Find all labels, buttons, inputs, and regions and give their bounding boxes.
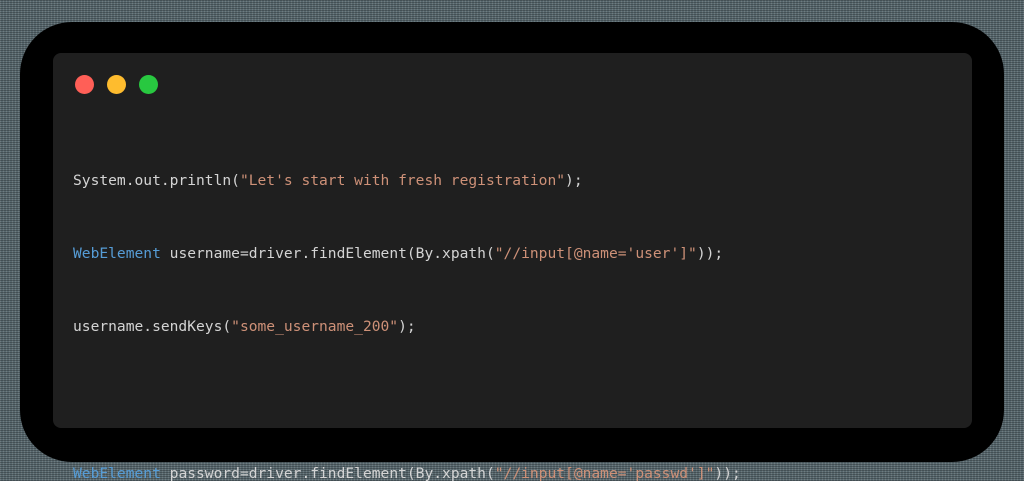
code-text: )); <box>714 464 741 481</box>
code-line: WebElement password=driver.findElement(B… <box>73 462 802 481</box>
code-text: ); <box>565 171 583 189</box>
code-string: "//input[@name='passwd']" <box>494 464 715 481</box>
code-text: System.out.println( <box>73 171 240 189</box>
window-controls <box>75 75 158 94</box>
code-line <box>73 388 802 412</box>
code-line: System.out.println("Let's start with fre… <box>73 169 802 193</box>
code-text: username.sendKeys( <box>73 318 232 336</box>
code-keyword: WebElement <box>73 464 161 481</box>
code-window: System.out.println("Let's start with fre… <box>53 53 972 481</box>
code-string: "some_username_200" <box>231 318 399 336</box>
minimize-dot-icon <box>107 75 126 94</box>
code-string: "Let's start with fresh registration" <box>239 171 566 189</box>
code-text: username=driver.findElement(By.xpath( <box>160 245 495 263</box>
code-keyword: WebElement <box>73 245 161 263</box>
close-dot-icon <box>75 75 94 94</box>
code-text: password=driver.findElement(By.xpath( <box>160 464 495 481</box>
code-block: System.out.println("Let's start with fre… <box>73 120 802 481</box>
code-line: WebElement username=driver.findElement(B… <box>73 242 802 266</box>
code-text: ); <box>398 318 416 336</box>
code-text: )); <box>696 245 724 263</box>
maximize-dot-icon <box>139 75 158 94</box>
code-string: "//input[@name='user']" <box>494 245 697 263</box>
code-line: username.sendKeys("some_username_200"); <box>73 315 802 339</box>
